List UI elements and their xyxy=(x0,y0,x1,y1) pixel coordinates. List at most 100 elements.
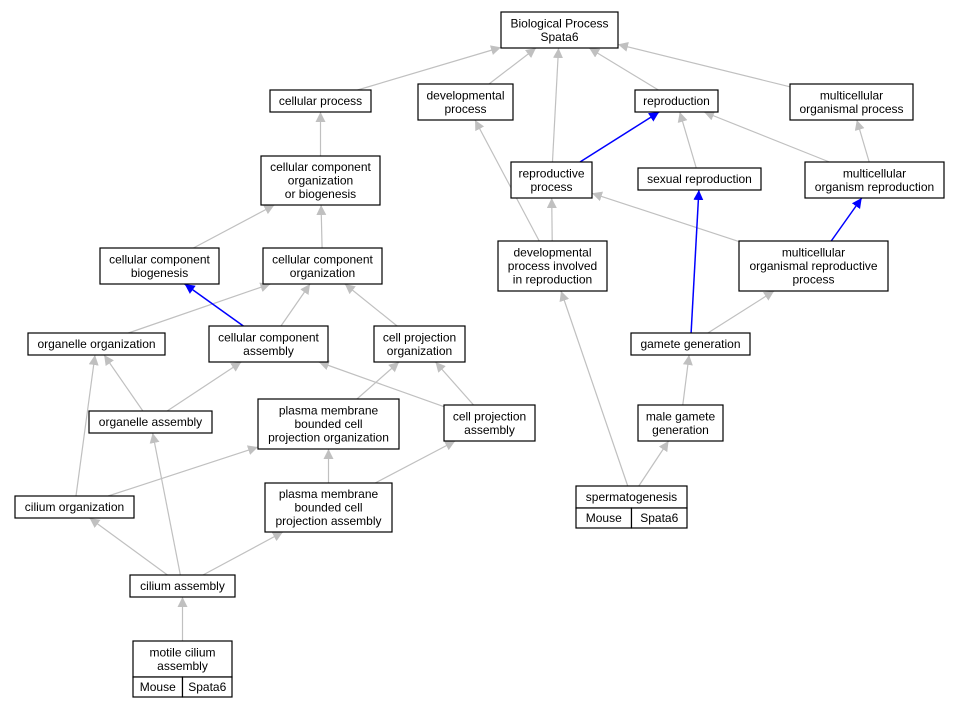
edge-co-to-oo xyxy=(75,354,99,497)
node-box xyxy=(262,247,383,285)
node-label: bounded cell xyxy=(294,501,362,515)
edge-layer xyxy=(75,41,870,641)
go-term-node-oo[interactable]: organelle organization xyxy=(27,332,166,356)
edge-co-to-pmo xyxy=(107,445,259,497)
node-label: gamete generation xyxy=(640,337,740,351)
node-label: reproduction xyxy=(643,94,710,108)
node-box xyxy=(14,495,135,519)
node-label: organelle assembly xyxy=(99,415,202,429)
node-label: cilium organization xyxy=(25,500,124,514)
node-box xyxy=(269,89,372,113)
node-label: spermatogenesis xyxy=(586,490,677,504)
node-label: process involved xyxy=(508,259,597,273)
node-label: developmental xyxy=(513,246,591,260)
go-term-node-cp[interactable]: cellular process xyxy=(269,89,372,113)
node-label: cellular process xyxy=(279,94,362,108)
node-label: motile cilium xyxy=(149,645,215,659)
node-box xyxy=(630,332,751,356)
node-box xyxy=(88,410,213,434)
edge-gg-to-sr xyxy=(690,189,704,334)
node-box xyxy=(264,482,393,533)
node-label: cilium assembly xyxy=(140,579,225,593)
node-label: assembly xyxy=(243,344,294,358)
node-label: cell projection xyxy=(453,409,526,423)
node-label: organism reproduction xyxy=(815,180,934,194)
node-label: plasma membrane xyxy=(279,487,379,501)
node-label: organelle organization xyxy=(37,337,155,351)
edge-dpir-to-dp xyxy=(474,119,540,242)
edge-oa-to-cca xyxy=(166,361,242,412)
edge-pma-to-cpa xyxy=(374,440,456,484)
edge-cpa-to-cca xyxy=(318,360,445,408)
node-label: assembly xyxy=(464,423,515,437)
edge-mor-to-rep xyxy=(703,111,830,163)
node-label: multicellular xyxy=(843,166,906,180)
edge-morp-to-mor xyxy=(830,197,863,242)
node-label: process xyxy=(792,273,834,287)
node-box xyxy=(804,161,945,199)
node-box xyxy=(497,240,608,292)
node-label: generation xyxy=(652,423,709,437)
edge-cca-to-ccb xyxy=(184,283,244,327)
edge-mor-to-mop xyxy=(854,119,870,163)
node-box xyxy=(27,332,166,356)
edge-sg-to-dpir xyxy=(559,290,629,487)
node-box xyxy=(417,83,514,121)
edge-cp-to-bp xyxy=(357,45,502,91)
gene-label: Spata6 xyxy=(188,680,226,694)
node-label: plasma membrane xyxy=(279,404,379,418)
node-label: organization xyxy=(387,344,452,358)
go-term-node-gg[interactable]: gamete generation xyxy=(630,332,751,356)
gene-label: Spata6 xyxy=(640,511,678,525)
edge-rp-to-bp xyxy=(551,47,564,163)
node-label: assembly xyxy=(157,659,208,673)
node-label: biogenesis xyxy=(131,266,188,280)
node-label: in reproduction xyxy=(513,273,592,287)
go-term-node-ca[interactable]: cilium assembly xyxy=(129,574,236,598)
node-label: cellular component xyxy=(270,160,371,174)
node-box xyxy=(132,640,233,678)
edge-mgg-to-gg xyxy=(682,354,693,406)
go-term-node-rep[interactable]: reproduction xyxy=(634,89,719,113)
node-label: organismal process xyxy=(799,102,903,116)
edge-dpir-to-rp xyxy=(546,197,557,242)
node-box xyxy=(637,167,762,191)
node-label: projection assembly xyxy=(275,514,381,528)
edge-sr-to-rep xyxy=(677,111,697,169)
edge-ca-to-oa xyxy=(149,432,181,576)
gene-cell xyxy=(630,507,688,529)
edge-dp-to-bp xyxy=(488,47,537,85)
node-box xyxy=(373,325,466,363)
go-term-node-oa[interactable]: organelle assembly xyxy=(88,410,213,434)
edge-pmo-to-cpo xyxy=(356,361,400,400)
edge-mop-to-bp xyxy=(617,41,791,88)
go-term-node-sr[interactable]: sexual reproduction xyxy=(637,167,762,191)
edge-cca-to-cco xyxy=(280,283,311,327)
node-label: male gamete xyxy=(646,409,716,423)
edge-ca-to-pma xyxy=(202,531,284,576)
edge-gg-to-morp xyxy=(707,290,775,334)
node-box xyxy=(738,240,889,292)
organism-label: Mouse xyxy=(586,511,622,525)
node-label: sexual reproduction xyxy=(647,172,752,186)
node-label: projection organization xyxy=(268,431,389,445)
go-term-node-co[interactable]: cilium organization xyxy=(14,495,135,519)
